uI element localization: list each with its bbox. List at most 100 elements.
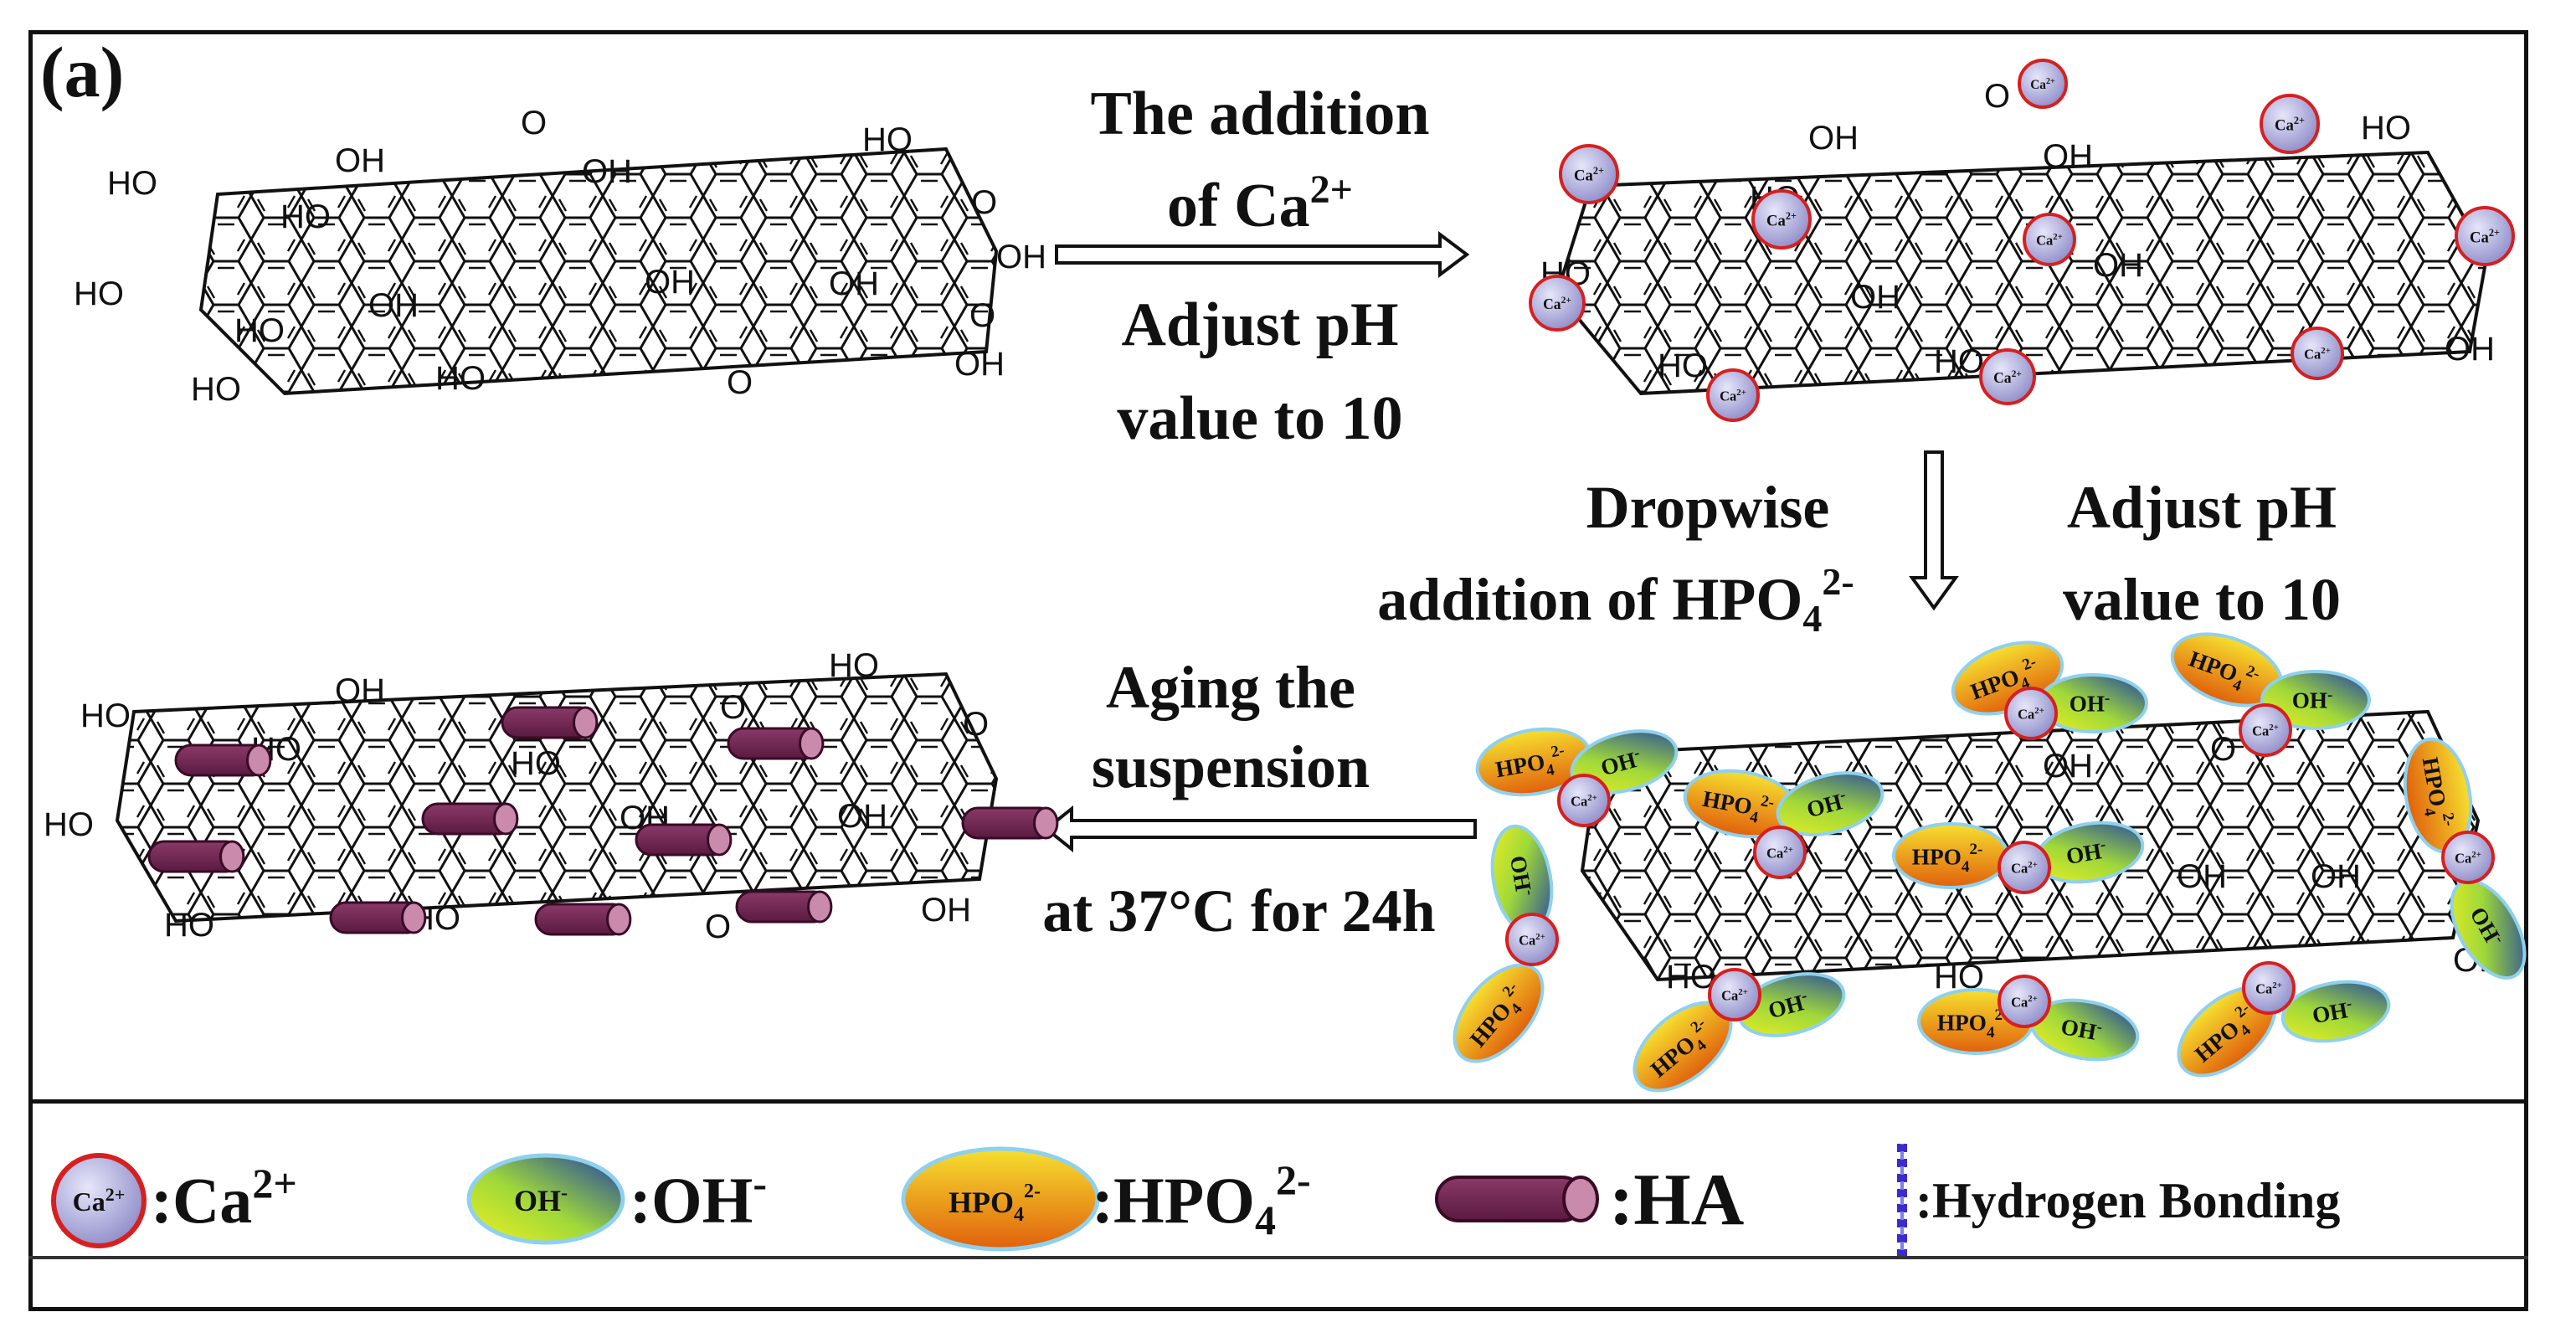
ha-rod xyxy=(534,903,632,936)
svg-text:OH: OH xyxy=(1850,279,1900,316)
svg-text:O: O xyxy=(705,908,731,945)
ca-ion: Ca2+ xyxy=(1751,189,1812,250)
svg-text:HO: HO xyxy=(2361,110,2411,147)
legend-hpo4: HPO42- :HPO42- xyxy=(901,1146,1311,1252)
step2-text: Dropwise addition of HPO42- Adjust pH va… xyxy=(1377,474,2341,640)
ha-rods xyxy=(147,706,1059,936)
svg-text:OH: OH xyxy=(954,346,1005,383)
svg-text:Ca2+: Ca2+ xyxy=(1766,845,1793,862)
svg-text:HO: HO xyxy=(44,806,94,843)
svg-text:O: O xyxy=(720,689,746,726)
svg-text:Ca2+: Ca2+ xyxy=(2275,115,2305,134)
svg-text:Ca2+: Ca2+ xyxy=(2255,980,2282,997)
ca-ion: Ca2+ xyxy=(1706,368,1760,422)
svg-text:HPO42-: HPO42- xyxy=(1937,1006,2008,1042)
ca-ion: Ca2+ xyxy=(1505,913,1559,966)
oh-ion: OH- xyxy=(1737,972,1846,1037)
ca-ion: Ca2+ xyxy=(1979,348,2036,405)
ca-ion: Ca2+ xyxy=(2004,687,2058,740)
svg-text:HPO42-: HPO42- xyxy=(949,1181,1041,1226)
svg-text:O: O xyxy=(971,184,997,221)
oh-ion: OH- xyxy=(2260,670,2371,730)
oh-ion: OH- xyxy=(1776,771,1884,836)
svg-text:value to 10: value to 10 xyxy=(1117,384,1402,453)
svg-text:Ca2+: Ca2+ xyxy=(2470,227,2500,246)
hpo4-ion: HPO42- xyxy=(1683,769,1800,839)
svg-text:Dropwise: Dropwise xyxy=(1586,474,1830,541)
legend-ha: :HA xyxy=(1435,1160,1744,1241)
svg-text:Ca2+: Ca2+ xyxy=(1721,987,1748,1004)
hpo4-ion: HPO42- xyxy=(2170,632,2284,708)
ha-rod xyxy=(635,823,733,857)
diagram-frame xyxy=(28,30,2528,1311)
svg-text::HPO42-: :HPO42- xyxy=(1092,1156,1311,1243)
hpo4-ion: HPO42- xyxy=(2403,737,2473,854)
svg-text:OH: OH xyxy=(829,265,879,302)
svg-text:HO: HO xyxy=(74,275,124,312)
svg-text:Ca2+: Ca2+ xyxy=(2018,706,2044,723)
hpo4-ion: HPO42- xyxy=(1892,822,2009,889)
svg-text::OH-: :OH- xyxy=(630,1160,767,1237)
svg-text:O: O xyxy=(2210,731,2236,768)
svg-text:HO: HO xyxy=(164,907,214,944)
svg-text:O: O xyxy=(727,364,753,401)
svg-text:Adjust pH: Adjust pH xyxy=(1121,291,1398,359)
ion-complexes-sheet4: HPO42-OH-Ca2+HPO42-OH-Ca2+HPO42-OH-Ca2+H… xyxy=(1453,632,2527,1093)
svg-text:Ca2+: Ca2+ xyxy=(1519,932,1545,949)
svg-text::HA: :HA xyxy=(1609,1160,1744,1241)
svg-text:Ca2+: Ca2+ xyxy=(1766,210,1797,229)
legend-hydrogen-bonding: :Hydrogen Bonding xyxy=(1897,1144,2340,1256)
svg-text:HO: HO xyxy=(191,371,241,408)
ca-ion: Ca2+ xyxy=(1998,975,2051,1028)
arrow-down-step2 xyxy=(1909,450,1959,611)
svg-text:OH: OH xyxy=(2043,138,2093,175)
svg-text:OH: OH xyxy=(1808,120,1859,157)
svg-text:OH-: OH- xyxy=(2059,1012,2103,1046)
oh-ion: OH- xyxy=(1570,729,1679,795)
oh-ion: OH- xyxy=(2280,980,2391,1043)
svg-text:OH: OH xyxy=(2311,858,2361,895)
svg-text:OH: OH xyxy=(921,892,971,929)
svg-text:Aging the: Aging the xyxy=(1106,654,1355,721)
svg-text:HPO42-: HPO42- xyxy=(1912,841,1983,876)
svg-text:HO: HO xyxy=(280,198,331,235)
svg-text:OH-: OH- xyxy=(514,1182,568,1217)
oh-ion: OH- xyxy=(2034,821,2145,884)
svg-text:of Ca2+: of Ca2+ xyxy=(1167,167,1353,240)
svg-text::Hydrogen Bonding: :Hydrogen Bonding xyxy=(1915,1173,2340,1228)
ca-ion: Ca2+ xyxy=(2023,213,2076,266)
ha-rod xyxy=(147,840,245,873)
svg-text:Ca2+: Ca2+ xyxy=(2036,232,2063,249)
svg-text:Ca2+: Ca2+ xyxy=(1720,388,1746,404)
ca-ion: Ca2+ xyxy=(2455,206,2515,266)
ca-ion: Ca2+ xyxy=(1708,968,1761,1021)
svg-text:value to 10: value to 10 xyxy=(2063,566,2341,633)
legend-divider xyxy=(28,1099,2528,1104)
svg-text:OH: OH xyxy=(2445,331,2495,368)
svg-text:OH: OH xyxy=(335,142,385,179)
ca-ion: Ca2+ xyxy=(2291,327,2344,380)
step1-text: The addition of Ca2+ Adjust pH value to … xyxy=(1090,80,1429,453)
ha-rod xyxy=(174,744,272,777)
functional-groups: OH HO HO O OH HO O OH HO HO OH OH OH O O… xyxy=(44,78,2503,996)
svg-text::Ca2+: :Ca2+ xyxy=(151,1160,297,1237)
svg-text:OH: OH xyxy=(335,672,385,709)
ha-rod xyxy=(735,890,833,924)
svg-text:OH: OH xyxy=(996,239,1046,275)
hpo4-ion: HPO42- xyxy=(1632,1001,1733,1093)
ha-rod xyxy=(329,901,427,934)
svg-text:HO: HO xyxy=(234,312,285,349)
svg-text:HO: HO xyxy=(1934,343,1984,380)
hpo4-ion: HPO42- xyxy=(1453,963,1545,1063)
svg-text:OH-: OH- xyxy=(2292,686,2333,713)
ha-rod xyxy=(727,727,825,760)
svg-text:Ca2+: Ca2+ xyxy=(73,1184,126,1217)
ca-ion: Ca2+ xyxy=(1753,826,1807,879)
svg-text:OH-: OH- xyxy=(2064,836,2108,869)
bottom-rule xyxy=(28,1256,2528,1259)
svg-text:HO: HO xyxy=(1658,347,1708,384)
svg-text:Ca2+: Ca2+ xyxy=(1993,369,2022,386)
svg-text:OH: OH xyxy=(582,153,632,190)
svg-text:HPO42-: HPO42- xyxy=(1493,742,1569,789)
svg-text:addition of HPO42-: addition of HPO42- xyxy=(1377,560,1854,640)
